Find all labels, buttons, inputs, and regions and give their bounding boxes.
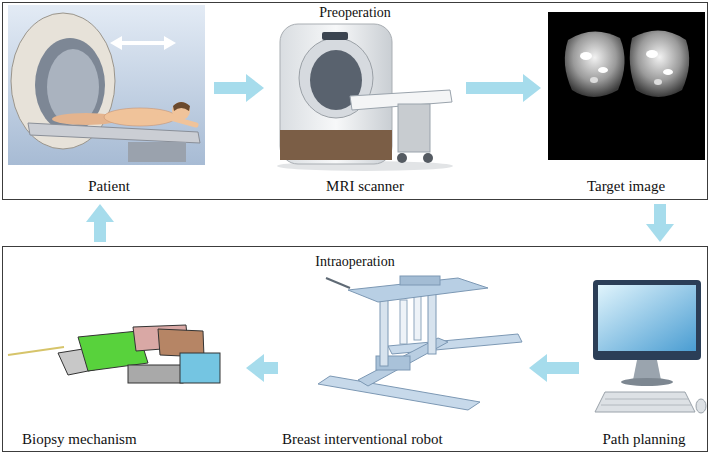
monitor-base xyxy=(621,378,673,386)
tissue-speckle xyxy=(580,52,592,60)
table-wheel xyxy=(397,153,407,163)
computer-illustration xyxy=(593,280,706,413)
target-image-illustration xyxy=(548,12,705,160)
phase-heading: Intraoperation xyxy=(3,253,707,271)
left-breast-image xyxy=(565,31,625,97)
needle xyxy=(326,278,350,288)
biopsy-illustration xyxy=(8,325,220,383)
stage-item: Biopsy mechanism xyxy=(6,300,242,450)
tissue-speckle xyxy=(646,50,658,58)
front-rail xyxy=(318,376,480,410)
gear-box xyxy=(180,353,220,383)
flow-arrow xyxy=(214,82,246,94)
mouse xyxy=(696,399,706,413)
patient-arm xyxy=(160,115,196,125)
tissue-speckle xyxy=(663,69,673,75)
phase-panel: IntraoperationBiopsy mechanism Breast int… xyxy=(2,246,708,452)
stage-item: MRI scanner xyxy=(268,22,462,197)
patient-bed xyxy=(28,123,200,143)
rear-rail xyxy=(388,334,522,354)
tissue-speckle xyxy=(654,79,662,85)
key-row xyxy=(601,405,691,406)
image-background xyxy=(548,12,705,160)
stage-item: Path planning xyxy=(583,278,705,450)
monitor-screen xyxy=(598,285,696,351)
scanner-trim xyxy=(280,130,392,160)
scanner-display xyxy=(322,32,348,40)
motion-arrow-head xyxy=(110,36,122,50)
table-stand xyxy=(398,104,430,152)
bed-base xyxy=(128,142,186,162)
needle-driver xyxy=(400,276,440,285)
stage-label: Path planning xyxy=(603,430,686,450)
stage-item: Breast interventional robot xyxy=(282,272,525,450)
motion-arrow-shaft xyxy=(120,41,166,45)
mri-illustration xyxy=(277,24,453,171)
robot-illustration xyxy=(318,276,522,410)
stage-item: Target image xyxy=(545,8,707,197)
vertical-post xyxy=(380,296,388,366)
stage-label: MRI scanner xyxy=(326,177,404,197)
stage-label: Biopsy mechanism xyxy=(22,430,137,450)
stage-label: Patient xyxy=(88,177,130,197)
tissue-speckle xyxy=(598,67,608,73)
patient-background xyxy=(8,5,205,165)
base-block xyxy=(128,365,183,383)
key-row xyxy=(605,399,688,400)
flow-arrow xyxy=(94,222,106,242)
biopsy-needle xyxy=(8,347,64,355)
vertical-post xyxy=(428,290,436,354)
stage-item: Patient xyxy=(8,5,210,197)
lift-cylinder xyxy=(414,296,421,340)
monitor-stand xyxy=(633,360,661,380)
patient-illustration xyxy=(8,5,205,165)
lift-cylinder xyxy=(400,300,407,344)
phase-heading: Preoperation xyxy=(3,4,707,22)
table-wheel xyxy=(423,153,433,163)
phase-panel: PreoperationPatient MRI scanner Target ima… xyxy=(2,2,708,200)
stage-label: Target image xyxy=(587,177,665,197)
tissue-speckle xyxy=(590,77,598,83)
patient-hair xyxy=(173,102,190,111)
flow-arrow xyxy=(264,362,278,374)
keyboard xyxy=(595,392,695,412)
motion-arrow-head xyxy=(164,36,176,50)
stage-label: Breast interventional robot xyxy=(282,430,443,450)
flow-arrow xyxy=(654,204,666,224)
right-breast-image xyxy=(630,30,689,97)
flow-arrow xyxy=(466,82,523,94)
flow-arrow xyxy=(547,362,579,374)
monitor-bezel xyxy=(593,280,701,360)
